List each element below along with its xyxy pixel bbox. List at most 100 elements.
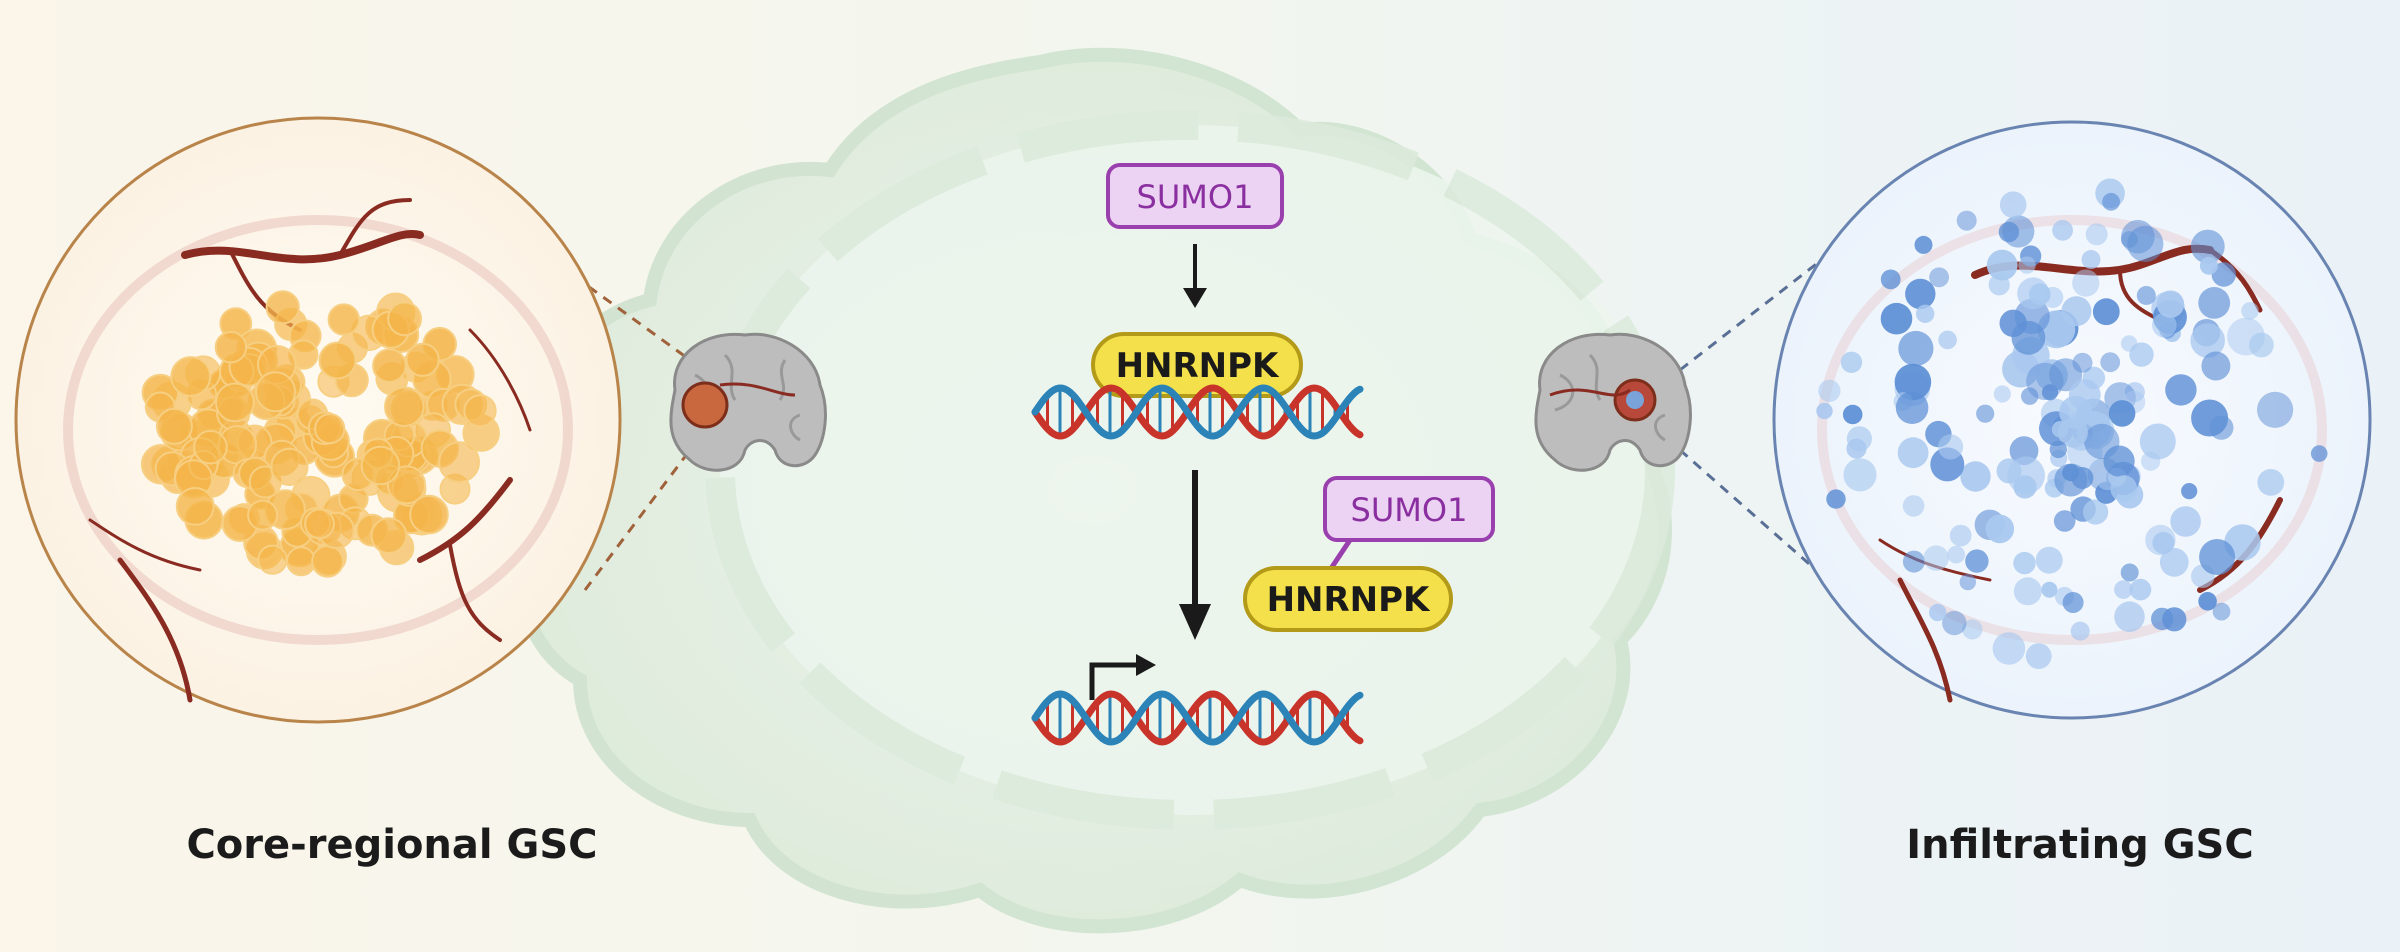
arrow-down-icon-small bbox=[1183, 244, 1207, 308]
infiltrating-tumor-cell bbox=[2070, 621, 2090, 641]
core-tumor-cell bbox=[314, 413, 346, 445]
infiltrating-tumor-cell bbox=[1923, 545, 1949, 571]
infiltrating-tumor-cell bbox=[2190, 229, 2225, 264]
infiltrating-tumor-cell bbox=[2198, 592, 2217, 611]
infiltrating-tumor-cell bbox=[2072, 352, 2093, 373]
infiltrating-gsc-label: Infiltrating GSC bbox=[1906, 822, 2253, 868]
infiltrating-tumor-cell bbox=[2257, 391, 2294, 428]
infiltrating-tumor-cell bbox=[1938, 434, 1964, 460]
infiltrating-tumor-cell bbox=[2136, 286, 2156, 305]
infiltrating-tumor-cell bbox=[1826, 489, 1846, 509]
core-tumor-cell-cluster bbox=[140, 290, 500, 578]
infiltrating-tumor-cell bbox=[2257, 469, 2285, 496]
infiltrating-tumor-cell bbox=[2152, 531, 2175, 554]
infiltrating-tumor-cell bbox=[1897, 437, 1929, 469]
infiltrating-tumor-cell bbox=[2114, 601, 2145, 632]
infiltrating-tumor-cell bbox=[2018, 256, 2036, 274]
core-tumor-cell bbox=[360, 445, 401, 486]
infiltrating-tumor-cell bbox=[1916, 304, 1935, 323]
nucleus-envelope bbox=[705, 110, 1675, 830]
core-tumor-cell bbox=[214, 331, 248, 364]
infiltrating-tumor-cell bbox=[2013, 577, 2042, 606]
hnrnpk-bound-pill: HNRNPK bbox=[1243, 566, 1453, 632]
infiltrating-tumor-cell bbox=[2198, 287, 2231, 319]
infiltrating-tumor-cell bbox=[1816, 402, 1833, 420]
core-tumor-cell bbox=[175, 487, 215, 526]
core-regional-gsc-label: Core-regional GSC bbox=[186, 822, 597, 868]
hnrnpk-bound-label: HNRNPK bbox=[1267, 580, 1431, 620]
infiltrating-tumor-cell bbox=[2181, 483, 2198, 500]
infiltrating-tumor-cell bbox=[1992, 632, 2026, 665]
infiltrating-tumor-cell bbox=[2310, 445, 2328, 462]
infiltrating-tumor-cell bbox=[2209, 415, 2234, 440]
infiltrating-tumor-cell bbox=[2162, 607, 2187, 632]
core-tumor-cell bbox=[438, 441, 481, 484]
infiltrating-tumor-cell bbox=[1880, 269, 1901, 290]
infiltrating-tumor-cell bbox=[2102, 192, 2121, 211]
infiltrating-tumor-cell bbox=[1902, 550, 1925, 573]
infiltrating-tumor-cell bbox=[2049, 440, 2067, 459]
arrow-down-icon bbox=[1179, 470, 1211, 640]
infiltrating-tumor-cell bbox=[2061, 296, 2092, 327]
infiltrating-tumor-cell bbox=[1895, 391, 1929, 425]
infiltrating-tumor-cell bbox=[1986, 249, 2018, 281]
infiltrating-tumor-cell bbox=[2108, 400, 2136, 427]
infiltrating-tumor-cell bbox=[2092, 298, 2120, 326]
infiltrating-tumor-cell bbox=[1993, 385, 2011, 403]
infiltrating-tumor-cell bbox=[2026, 362, 2064, 401]
core-tumor-cell bbox=[387, 301, 423, 337]
infiltrating-tumor-cell bbox=[2058, 417, 2088, 448]
dna-helix-top bbox=[1031, 384, 1364, 440]
infiltrating-tumor-cell bbox=[2199, 539, 2236, 575]
core-tumor-cell bbox=[311, 544, 345, 578]
infiltrating-tumor-cell bbox=[2114, 580, 2133, 599]
dna-strand-blue bbox=[1031, 384, 1364, 440]
sumo1-top-pill: SUMO1 bbox=[1106, 163, 1284, 229]
infiltrating-tumor-cell bbox=[2062, 592, 2084, 613]
infiltrating-tumor-cell bbox=[2110, 475, 2138, 502]
infiltrating-tumor-cell bbox=[2068, 379, 2101, 411]
core-tumor-cell bbox=[318, 341, 357, 380]
infiltrating-tumor-cell bbox=[1949, 524, 1972, 547]
infiltrating-tumor-cell bbox=[2025, 643, 2052, 669]
infiltrating-tumor-cells bbox=[1816, 178, 2328, 669]
core-tumor-cell bbox=[155, 407, 193, 445]
dna-strand-red bbox=[1031, 690, 1364, 746]
core-tumor-cell bbox=[247, 499, 279, 531]
infiltrating-gsc-panel: Infiltrating GSC bbox=[1679, 120, 2372, 868]
infiltrating-tumor-cell bbox=[1976, 404, 1995, 423]
infiltrating-tumor-cell bbox=[2129, 342, 2154, 367]
infiltrating-tumor-cell bbox=[1842, 404, 1863, 425]
infiltrating-tumor-cell bbox=[2042, 286, 2064, 308]
infiltrating-tumor-cell bbox=[2083, 499, 2109, 525]
core-tumor-cell bbox=[255, 371, 296, 413]
infiltrating-tumor-cell bbox=[2081, 250, 2101, 269]
infiltrating-tumor-cell bbox=[2190, 323, 2225, 358]
zoom-line-core-top bbox=[544, 253, 691, 362]
infiltrating-tumor-cell bbox=[1998, 221, 2020, 243]
infiltrating-tumor-cell bbox=[1999, 309, 2027, 337]
dna-helix-bottom bbox=[1031, 690, 1364, 746]
infiltrating-tumor-cell bbox=[1846, 426, 1872, 452]
sumo1-bound-pill: SUMO1 bbox=[1323, 476, 1495, 572]
sumo1-bound-label: SUMO1 bbox=[1351, 491, 1468, 529]
infiltrating-tumor-cell bbox=[2103, 445, 2135, 477]
infiltrating-tumor-cell bbox=[2227, 317, 2265, 356]
infiltrating-tumor-cell bbox=[1843, 458, 1877, 492]
infiltrating-tumor-cell bbox=[2013, 551, 2036, 575]
infiltrating-tumor-cell bbox=[2120, 231, 2138, 248]
infiltrating-tumor-cell bbox=[1996, 458, 2022, 484]
infiltrating-tumor-cell bbox=[1840, 351, 1863, 373]
hnrnpk-top-pill: HNRNPK bbox=[1091, 332, 1303, 398]
core-tumor-cell bbox=[409, 494, 449, 535]
infiltrating-tumor-cell bbox=[1938, 330, 1957, 350]
infiltrating-tumor-cell bbox=[1905, 278, 1936, 310]
infiltrating-tumor-cell bbox=[2054, 463, 2088, 497]
infiltrating-tumor-cell bbox=[2120, 563, 2139, 582]
infiltrating-tumor-cell bbox=[2201, 351, 2231, 381]
infiltrating-tumor-cell bbox=[1999, 191, 2027, 218]
sumo1-top-label: SUMO1 bbox=[1137, 178, 1254, 216]
infiltrating-tissue-ring bbox=[1817, 215, 2327, 645]
infiltrating-tumor-cell bbox=[1914, 235, 1933, 254]
